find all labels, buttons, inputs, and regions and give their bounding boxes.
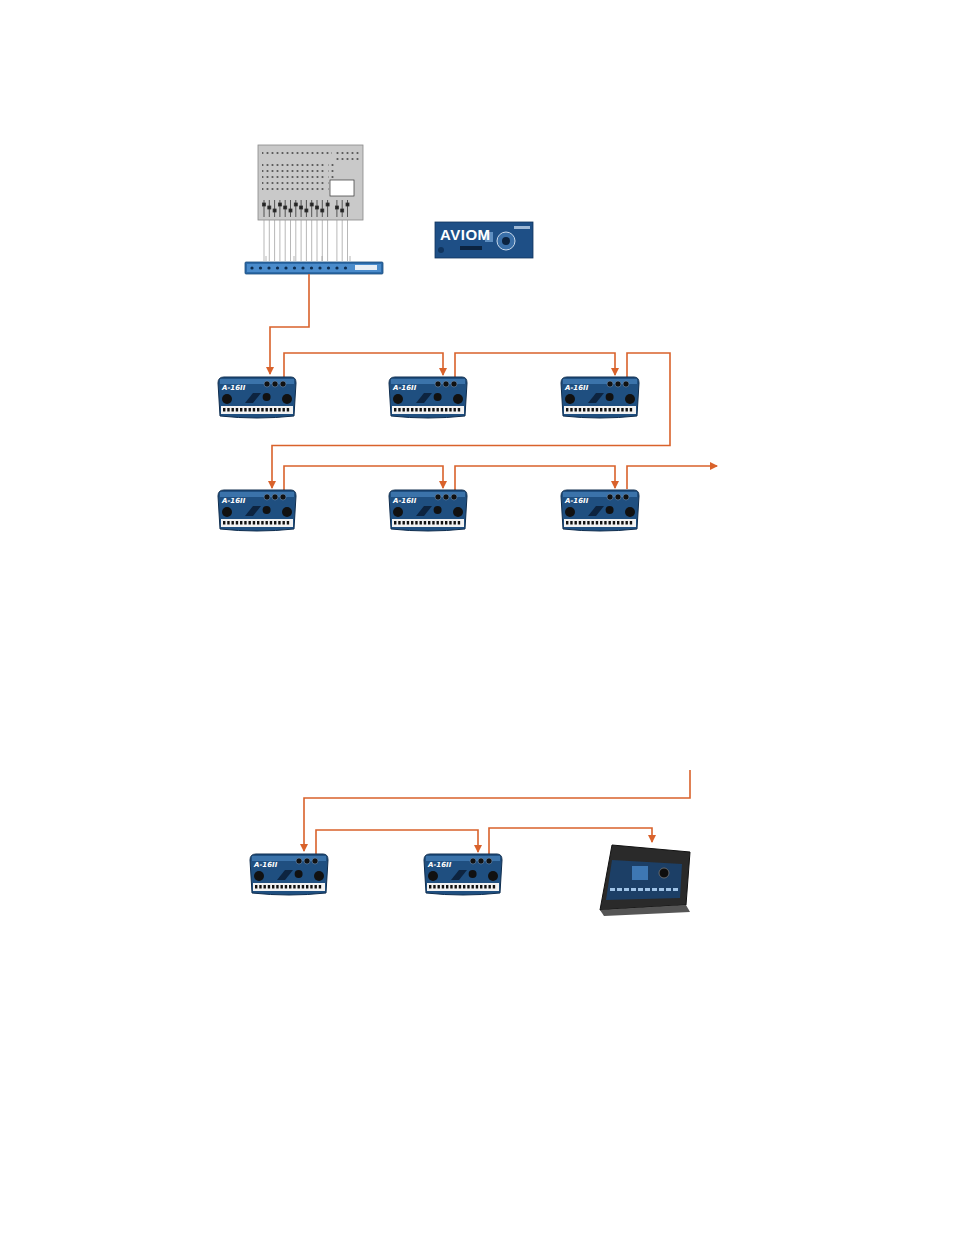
input-module <box>245 262 383 274</box>
a-net-cable <box>284 466 443 491</box>
a-net-card <box>435 222 533 258</box>
a-net-cable <box>272 353 670 488</box>
a-net-cable <box>316 830 478 855</box>
mixer-illustration <box>388 488 468 533</box>
model-name: A-16II <box>222 384 245 392</box>
brand-label: AVIOM <box>440 226 491 243</box>
model-name: A-16II <box>565 384 588 392</box>
mixer-box: A-16II <box>423 852 503 897</box>
mixer-box: A-16II <box>249 852 329 897</box>
mixing-console <box>258 145 363 220</box>
mixer-illustration <box>249 852 329 897</box>
mixer-box: A-16II <box>217 375 297 420</box>
model-name: A-16II <box>565 497 588 505</box>
mixer-illustration <box>560 375 640 420</box>
a-net-cable <box>270 274 309 374</box>
model-name: A-16II <box>393 384 416 392</box>
mixer-illustration <box>560 488 640 533</box>
a-net-cable <box>284 353 443 378</box>
mixer-illustration <box>388 375 468 420</box>
a-net-cable <box>455 353 615 378</box>
mixer-illustration <box>423 852 503 897</box>
mixer-illustration <box>217 488 297 533</box>
a-net-cable <box>455 466 615 491</box>
model-name: A-16II <box>254 861 277 869</box>
mixer-box: A-16II <box>388 375 468 420</box>
a-net-cable <box>304 770 690 851</box>
control-surface <box>600 845 690 916</box>
model-name: A-16II <box>428 861 451 869</box>
model-name: A-16II <box>393 497 416 505</box>
mixer-illustration <box>217 375 297 420</box>
mixer-box: A-16II <box>560 488 640 533</box>
model-name: A-16II <box>222 497 245 505</box>
mixer-box: A-16II <box>217 488 297 533</box>
a-net-cable <box>627 466 717 489</box>
mixer-box: A-16II <box>560 375 640 420</box>
mixer-box: A-16II <box>388 488 468 533</box>
